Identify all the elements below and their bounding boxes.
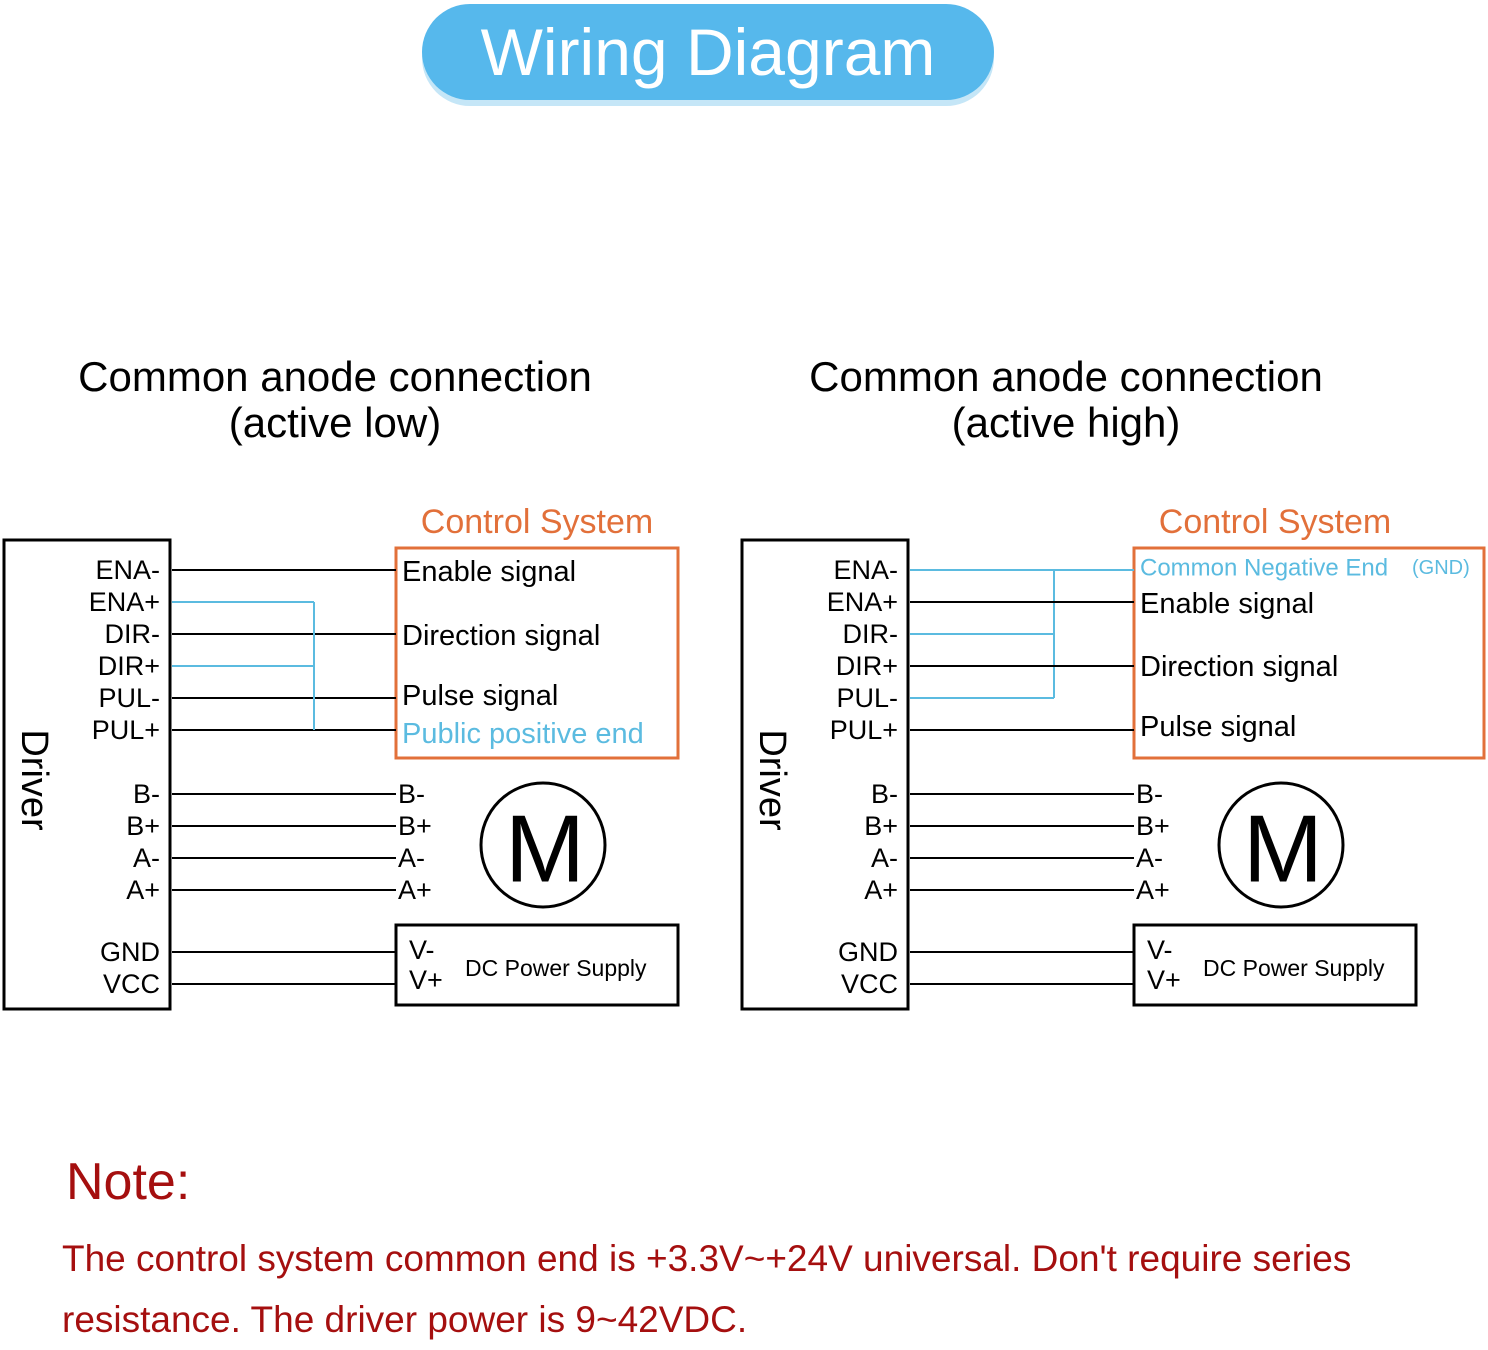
driver-pin-dir-minusplus: DIR+	[836, 651, 898, 681]
driver-label: Driver	[751, 729, 793, 831]
motor-pin-0: B-	[1136, 779, 1163, 809]
driver-pin-a-minus: A-	[133, 843, 160, 873]
motor-pin-3: A+	[398, 875, 432, 905]
power-supply-box	[394, 923, 680, 1007]
driver-box	[2, 538, 172, 1011]
panel-2-subtitle-line2: (active high)	[951, 399, 1181, 446]
driver-pin-vcc: VCC	[841, 969, 898, 999]
control-system-box	[1132, 546, 1486, 760]
motor-pin-2: A-	[1136, 843, 1163, 873]
panel-2: DriverENA-ENA+DIR-DIR+PUL-PUL+B-B+A-A+GN…	[740, 503, 1486, 1011]
title-banner: Wiring Diagram	[422, 4, 994, 100]
driver-box	[740, 538, 910, 1011]
driver-pin-gnd: GND	[100, 937, 160, 967]
motor-label: M	[505, 796, 585, 903]
driver-pin-pul-minusplus: PUL+	[830, 715, 898, 745]
power-supply-label: DC Power Supply	[465, 955, 647, 981]
motor-pin-2: A-	[398, 843, 425, 873]
driver-pin-dir-minus: DIR-	[105, 619, 161, 649]
pulse-signal-label: Pulse signal	[402, 680, 558, 712]
power-supply-box	[1132, 923, 1418, 1007]
driver-pin-ena-minusplus: ENA+	[89, 587, 160, 617]
driver-pin-pul-minus: PUL-	[836, 683, 898, 713]
motor-pin-1: B+	[1136, 811, 1170, 841]
driver-pin-ena-minus: ENA-	[833, 555, 898, 585]
driver-pin-b-minusplus: B+	[864, 811, 898, 841]
driver-pin-pul-minusplus: PUL+	[92, 715, 160, 745]
panel-2-subtitle-line1: Common anode connection	[809, 353, 1323, 400]
direction-signal-label: Direction signal	[402, 620, 600, 652]
motor-circle	[479, 781, 607, 909]
driver-pin-dir-minus: DIR-	[843, 619, 899, 649]
panel-1-subtitle: Common anode connection (active low)	[0, 354, 685, 446]
direction-signal-label: Direction signal	[1140, 651, 1338, 683]
driver-pin-a-minusplus: A+	[126, 875, 160, 905]
driver-pin-pul-minus: PUL-	[98, 683, 160, 713]
panel-2-subtitle: Common anode connection (active high)	[716, 354, 1416, 446]
panel-1-subtitle-line1: Common anode connection	[78, 353, 592, 400]
motor-circle	[1217, 781, 1345, 909]
common-end-label: Common Negative End	[1140, 555, 1388, 582]
pulse-signal-label: Pulse signal	[1140, 711, 1296, 743]
enable-signal-label: Enable signal	[1140, 588, 1314, 620]
panel-1-subtitle-line2: (active low)	[228, 399, 442, 446]
control-system-box	[394, 546, 680, 760]
common-end-label: Public positive end	[402, 718, 644, 750]
driver-pin-a-minus: A-	[871, 843, 898, 873]
note-title: Note:	[66, 1153, 191, 1211]
panel-1: DriverENA-ENA+DIR-DIR+PUL-PUL+B-B+A-A+GN…	[2, 503, 680, 1011]
power-pin-vplus: V+	[409, 965, 443, 995]
driver-pin-b-minusplus: B+	[126, 811, 160, 841]
driver-pin-dir-minusplus: DIR+	[98, 651, 160, 681]
motor-pin-3: A+	[1136, 875, 1170, 905]
driver-pin-a-minusplus: A+	[864, 875, 898, 905]
driver-pin-ena-minusplus: ENA+	[827, 587, 898, 617]
note-body: The control system common end is +3.3V~+…	[62, 1238, 1352, 1340]
driver-pin-vcc: VCC	[103, 969, 160, 999]
motor-label: M	[1243, 796, 1323, 903]
enable-signal-label: Enable signal	[402, 556, 576, 588]
motor-pin-0: B-	[398, 779, 425, 809]
driver-pin-b-minus: B-	[871, 779, 898, 809]
power-pin-vplus: V+	[1147, 965, 1181, 995]
driver-label: Driver	[13, 729, 55, 831]
motor-pin-1: B+	[398, 811, 432, 841]
power-supply-label: DC Power Supply	[1203, 955, 1385, 981]
driver-pin-b-minus: B-	[133, 779, 160, 809]
power-pin-vminus: V-	[1147, 935, 1173, 965]
driver-pin-ena-minus: ENA-	[95, 555, 160, 585]
driver-pin-gnd: GND	[838, 937, 898, 967]
control-system-label: Control System	[1159, 503, 1391, 541]
page-title: Wiring Diagram	[480, 15, 936, 89]
control-system-label: Control System	[421, 503, 653, 541]
common-end-gnd-label: (GND)	[1412, 557, 1470, 579]
power-pin-vminus: V-	[409, 935, 435, 965]
